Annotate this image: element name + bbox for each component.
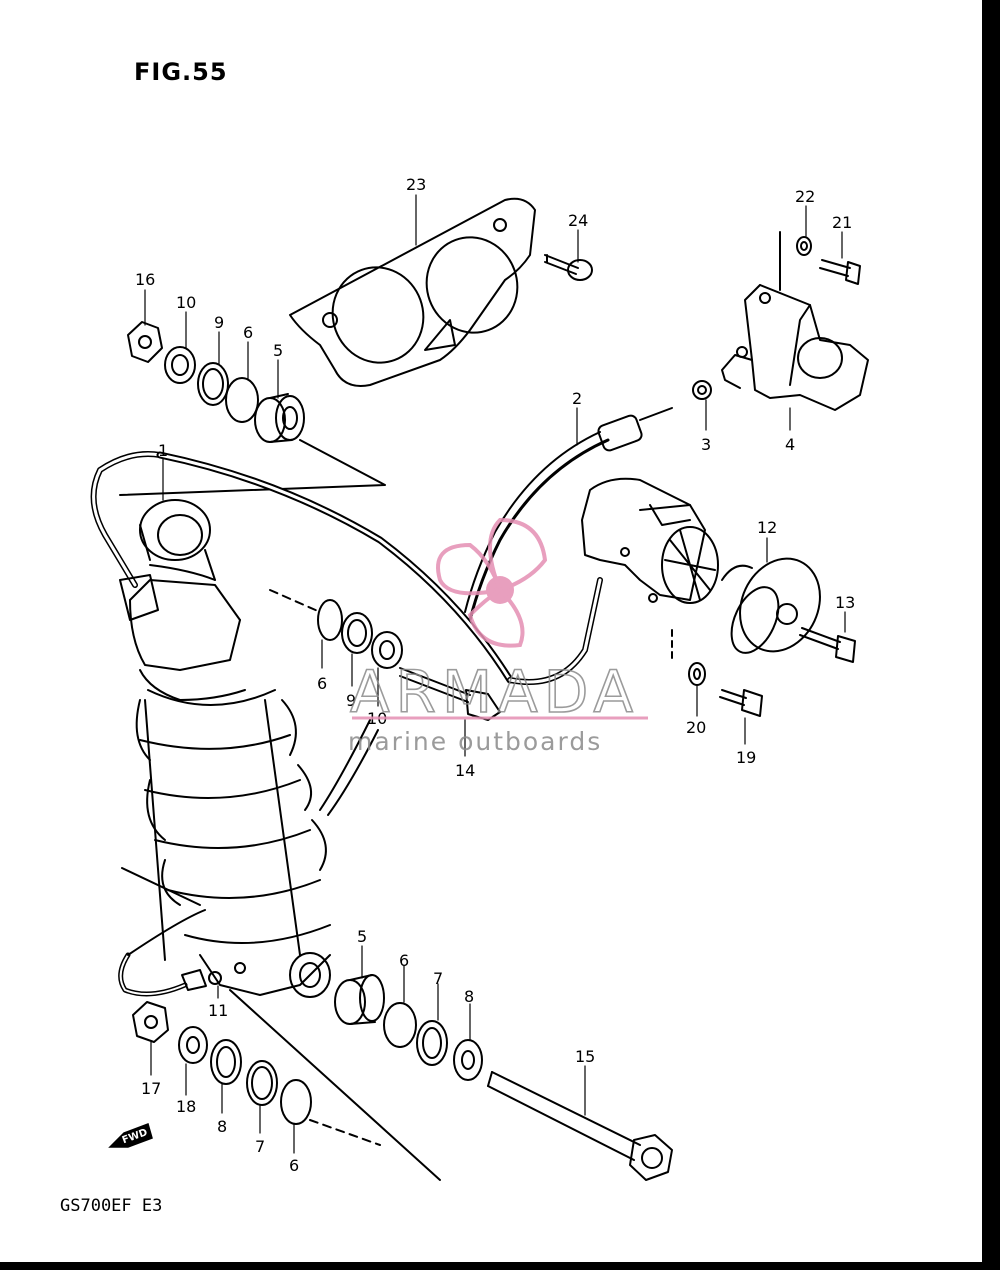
callout-21: 21 (832, 213, 852, 232)
callout-14: 14 (455, 761, 475, 780)
part-6-circlip-lower (383, 1002, 417, 1048)
watermark-tagline: marine outboards (348, 727, 602, 756)
callout-6-upper: 6 (243, 323, 253, 342)
callout-9-middle: 9 (346, 691, 356, 710)
callout-6-middle: 6 (317, 674, 327, 693)
part-4-adjuster-housing (721, 231, 869, 411)
callout-8-lower: 8 (464, 987, 474, 1006)
part-3-nut (692, 380, 712, 400)
callout-5-upper: 5 (273, 341, 283, 360)
callout-4: 4 (785, 435, 795, 454)
callout-labels: 23 24 22 21 16 10 9 6 5 2 3 4 1 12 13 6 … (135, 175, 855, 1175)
part-13-bolt (799, 627, 856, 663)
armada-watermark: ARMADA marine outboards (348, 517, 648, 756)
part-8-ring-bottom (210, 1039, 242, 1085)
leader-lines (144, 194, 846, 1154)
part-1-shock-absorber (129, 499, 331, 998)
watermark-brand: ARMADA (350, 658, 639, 726)
part-23-cover-bracket (289, 197, 536, 387)
callout-24: 24 (568, 211, 588, 230)
part-6-circlip-middle (317, 599, 343, 641)
callout-1: 1 (158, 441, 168, 460)
part-7-ring-bottom (246, 1060, 278, 1106)
callout-9-upper: 9 (214, 313, 224, 332)
part-10-washer-upper (164, 346, 196, 384)
part-8-washer-lower (453, 1039, 483, 1081)
part-16-nut (127, 321, 163, 363)
part-18-washer (178, 1026, 208, 1064)
model-code: GS700EF E3 (60, 1196, 163, 1216)
propeller-logo-icon (436, 517, 548, 648)
part-10-washer-middle (371, 631, 403, 669)
guide-line-lower-c (309, 1119, 381, 1146)
part-9-ring-upper (197, 362, 229, 406)
part-6-circlip-upper (225, 377, 259, 423)
callout-20: 20 (686, 718, 706, 737)
part-9-ring-middle (341, 612, 373, 654)
callout-15: 15 (575, 1047, 595, 1066)
part-hydraulic-hose (90, 451, 603, 997)
callout-16: 16 (135, 270, 155, 289)
part-14-bolt (399, 667, 501, 721)
callout-22: 22 (795, 187, 815, 206)
callout-18: 18 (176, 1097, 196, 1116)
figure-title: FIG.55 (134, 58, 228, 86)
callout-17: 17 (141, 1079, 161, 1098)
callout-11: 11 (208, 1001, 228, 1020)
scan-border-bottom (0, 1262, 1000, 1270)
part-19-bolt (719, 689, 763, 717)
guide-line-lower-a (121, 867, 201, 906)
callout-8-bottom: 8 (217, 1117, 227, 1136)
part-5-bushing-lower (334, 974, 385, 1025)
fwd-arrow-icon: FWD (108, 1123, 153, 1148)
callout-2: 2 (572, 389, 582, 408)
part-21-bolt (819, 259, 861, 285)
callout-7-bottom: 7 (255, 1137, 265, 1156)
callout-6-bottom: 6 (289, 1156, 299, 1175)
guide-line-middle (269, 589, 321, 613)
callout-13: 13 (835, 593, 855, 612)
callout-5-lower: 5 (357, 927, 367, 946)
scan-border-right (982, 0, 1000, 1270)
part-7-ring-lower (416, 1020, 448, 1066)
part-15-long-bolt (487, 1071, 673, 1181)
part-12-adjuster-knob (721, 557, 821, 654)
part-24-bolt (544, 254, 593, 281)
guide-line-upper (119, 439, 386, 496)
callout-10-upper: 10 (176, 293, 196, 312)
part-11-nut (181, 969, 222, 991)
callout-6-lower: 6 (399, 951, 409, 970)
guide-line-lower-b (229, 989, 441, 1181)
part-17-nut (132, 1001, 169, 1043)
part-5-bushing-upper (254, 393, 305, 443)
part-6-circlip-bottom (280, 1079, 312, 1125)
part-damper-adjuster-assembly (581, 477, 719, 604)
callout-19: 19 (736, 748, 756, 767)
callout-12: 12 (757, 518, 777, 537)
callout-23: 23 (406, 175, 426, 194)
part-22-washer (796, 236, 812, 256)
callout-7-lower: 7 (433, 969, 443, 988)
callout-3: 3 (701, 435, 711, 454)
part-20-washer (671, 629, 706, 686)
